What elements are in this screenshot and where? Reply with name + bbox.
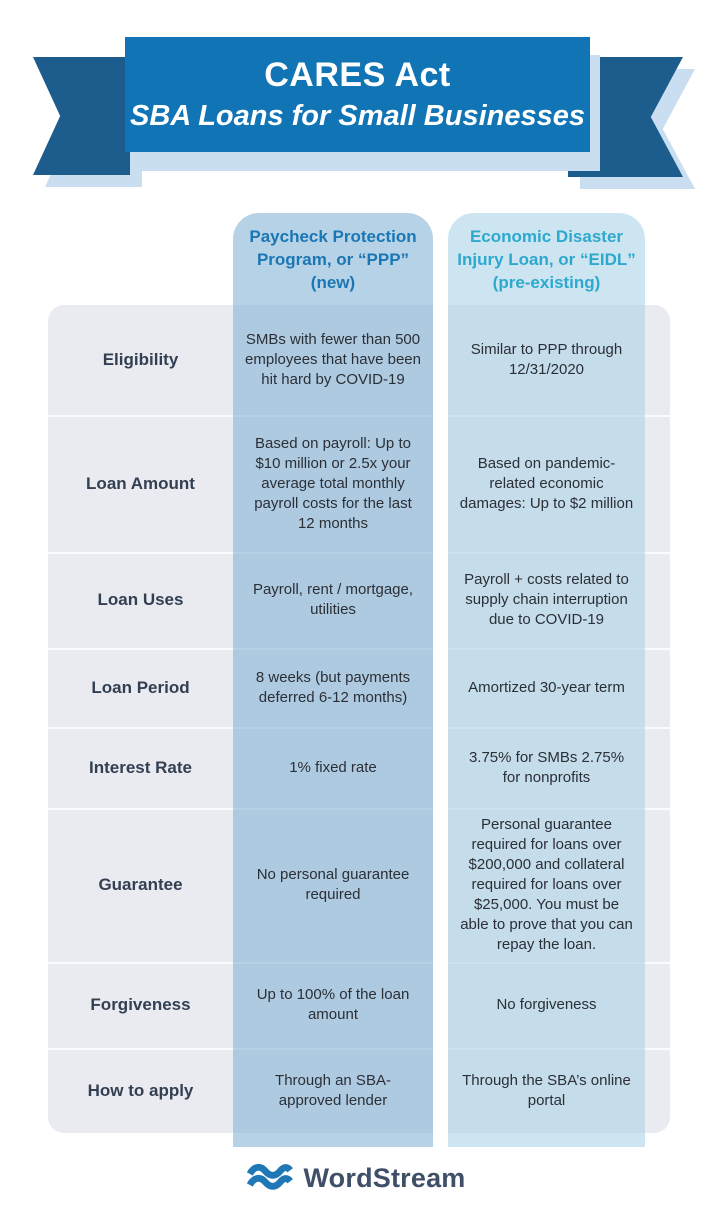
ppp-cell: Up to 100% of the loan amount: [256, 986, 410, 1023]
row-label: Guarantee: [98, 875, 183, 894]
banner: CARES Act SBA Loans for Small Businesses: [125, 37, 590, 152]
cell-spacer: [433, 1048, 448, 1133]
cell-spacer: [433, 962, 448, 1048]
table-row: Forgiveness Up to 100% of the loan amoun…: [48, 962, 670, 1048]
ppp-cell: SMBs with fewer than 500 employees that …: [245, 331, 421, 388]
ppp-cell: No personal guarantee required: [256, 866, 410, 903]
ribbon-tail-left: [33, 57, 130, 175]
wordstream-logo: WordStream: [0, 1162, 713, 1195]
column-header-eidl: Economic Disaster Injury Loan, or “EIDL”…: [457, 226, 636, 292]
cell-spacer: [433, 648, 448, 727]
table-row: Eligibility SMBs with fewer than 500 emp…: [48, 305, 670, 415]
table-row: Loan Amount Based on payroll: Up to $10 …: [48, 415, 670, 552]
row-label: Interest Rate: [89, 757, 192, 777]
cell-spacer: [433, 415, 448, 552]
eidl-cell: Amortized 30-year term: [468, 678, 625, 696]
row-label: How to apply: [87, 1080, 194, 1100]
table-row: Loan Uses Payroll, rent / mortgage, util…: [48, 552, 670, 648]
eidl-cell: Through the SBA’s online portal: [462, 1071, 631, 1109]
ppp-cell: Through an SBA-approved lender: [275, 1071, 391, 1109]
eidl-cell: Payroll + costs related to supply chain …: [464, 571, 629, 628]
ppp-cell: 1% fixed rate: [289, 758, 377, 776]
column-gap: [433, 305, 448, 1133]
ppp-cell: Payroll, rent / mortgage, utilities: [252, 581, 414, 618]
row-label: Loan Period: [91, 677, 190, 697]
eidl-cell: No forgiveness: [496, 996, 597, 1013]
row-label: Forgiveness: [90, 995, 191, 1014]
ppp-column-strip: [233, 213, 433, 1147]
eidl-cell: Based on pandemic-related economic damag…: [459, 454, 634, 512]
table-row: How to apply Through an SBA-approved len…: [48, 1048, 670, 1133]
row-label: Eligibility: [102, 350, 179, 369]
cell-spacer: [433, 727, 448, 808]
table-row: Guarantee No personal guarantee required…: [48, 808, 670, 962]
cell-spacer: [433, 808, 448, 962]
ppp-cell: 8 weeks (but payments deferred 6-12 mont…: [255, 668, 411, 706]
row-label: Loan Uses: [97, 590, 184, 609]
waves-icon: [247, 1162, 294, 1195]
ppp-cell: Based on payroll: Up to $10 million or 2…: [254, 434, 412, 532]
eidl-cell: Similar to PPP through 12/31/2020: [470, 341, 623, 378]
brand-name: WordStream: [303, 1163, 466, 1193]
banner-title: CARES Act: [264, 56, 451, 94]
eidl-cell: Personal guarantee required for loans ov…: [460, 816, 633, 953]
cell-spacer: [433, 305, 448, 415]
comparison-rows: Eligibility SMBs with fewer than 500 emp…: [48, 305, 670, 1133]
eidl-cell: 3.75% for SMBs 2.75% for nonprofits: [468, 748, 625, 786]
banner-subtitle: SBA Loans for Small Businesses: [129, 100, 585, 132]
table-row: Interest Rate 1% fixed rate 3.75% for SM…: [48, 727, 670, 808]
column-header-ppp: Paycheck Protection Program, or “PPP” (n…: [249, 226, 417, 292]
table-row: Loan Period 8 weeks (but payments deferr…: [48, 648, 670, 727]
eidl-column-strip: [448, 213, 645, 1147]
row-label: Loan Amount: [86, 473, 195, 493]
cell-spacer: [433, 552, 448, 648]
